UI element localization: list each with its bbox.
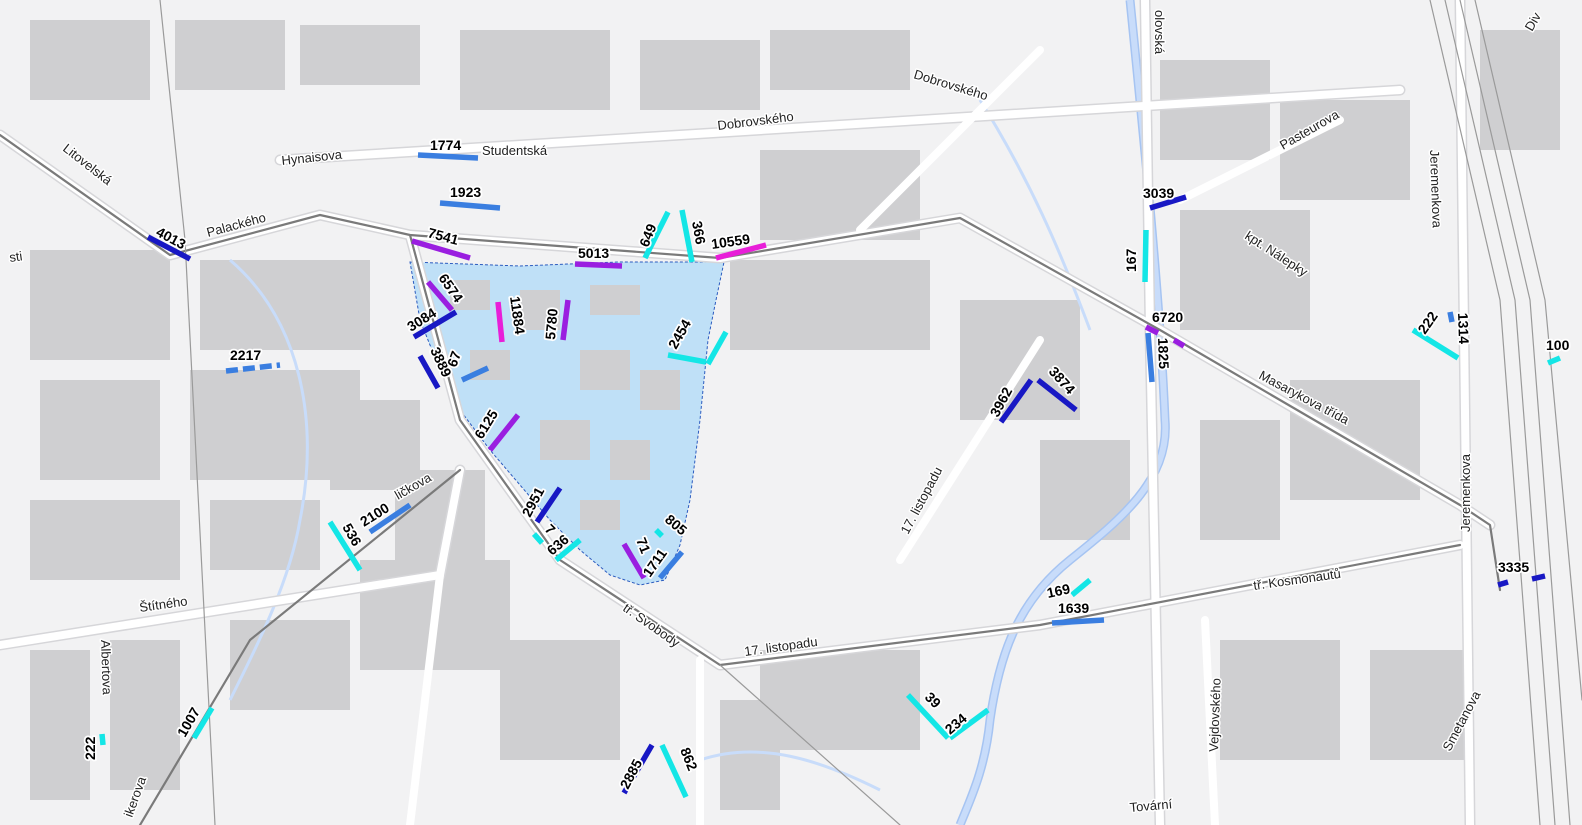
- segment-366: [679, 209, 695, 263]
- segment-6574: [425, 280, 455, 312]
- count-label-5780: 5780: [542, 308, 561, 341]
- segment-1923: [439, 200, 501, 211]
- segment-2885: [621, 743, 655, 795]
- segment-5013: [574, 261, 623, 269]
- segment-100: [1546, 355, 1562, 366]
- segment-3889: [417, 354, 441, 390]
- segment-2100: [368, 502, 412, 535]
- segment-536: [327, 520, 363, 572]
- count-label-167: 167: [1123, 248, 1139, 272]
- segment-862: [659, 743, 689, 799]
- segment-3874: [1036, 377, 1078, 413]
- segment-3335b: [1531, 573, 1546, 582]
- street-label-studentska: Studentská: [482, 143, 548, 158]
- segment-649: [642, 210, 671, 260]
- segment-2217: [225, 362, 281, 374]
- buildings: [30, 20, 1560, 810]
- segment-3335a: [1497, 579, 1509, 588]
- street-label-olovska: olovská: [1152, 10, 1167, 55]
- segment-805: [654, 528, 664, 538]
- segment-6720a: [1144, 324, 1160, 336]
- segment-11884: [495, 301, 505, 343]
- segment-2454b: [705, 330, 729, 366]
- street-label-albertova: Albertova: [98, 640, 115, 696]
- street-label-jeremenkova-2: Jeremenkova: [1458, 453, 1473, 532]
- street-label-tovarni: Tovární: [1129, 796, 1173, 815]
- segment-169: [1070, 577, 1092, 598]
- segment-4013: [146, 234, 192, 262]
- count-label-67: 67: [444, 349, 464, 369]
- segment-10559: [715, 242, 767, 261]
- segment-3084: [412, 309, 458, 340]
- segment-1711: [657, 550, 685, 580]
- segment-7: [531, 532, 545, 545]
- count-label-1825: 1825: [1155, 338, 1172, 370]
- count-label-3335: 3335: [1498, 559, 1529, 575]
- segment-1825: [1145, 332, 1155, 383]
- segment-1314: [1447, 311, 1455, 323]
- count-label-1923: 1923: [450, 184, 481, 200]
- segment-1007: [191, 706, 215, 740]
- segment-6720b: [1172, 337, 1186, 349]
- segment-5780: [560, 299, 571, 341]
- count-label-366: 366: [689, 220, 709, 246]
- count-label-1774: 1774: [430, 137, 461, 153]
- count-label-100: 100: [1546, 337, 1570, 353]
- count-label-6720: 6720: [1152, 309, 1183, 325]
- segment-7541: [411, 238, 471, 261]
- street-label-sti: sti: [8, 248, 23, 265]
- segment-3039: [1149, 194, 1187, 211]
- count-label-3039: 3039: [1143, 185, 1174, 201]
- segment-167: [1142, 229, 1149, 283]
- segment-222a: [1411, 327, 1460, 361]
- segment-3962: [998, 378, 1034, 424]
- segment-2454a: [667, 352, 707, 365]
- segment-67: [460, 365, 490, 383]
- segment-71: [621, 542, 647, 580]
- street-label-vejdovskeho: Vejdovského: [1206, 678, 1224, 752]
- segment-2951: [534, 486, 563, 524]
- count-label-1314: 1314: [1455, 313, 1472, 345]
- segment-636: [554, 537, 582, 563]
- segment-39: [905, 693, 951, 740]
- count-label-222b: 222: [82, 736, 98, 760]
- segment-222b: [99, 733, 106, 746]
- segment-1639: [1051, 617, 1105, 626]
- traffic-segments: [99, 152, 1562, 799]
- segment-1774: [417, 152, 479, 161]
- count-label-2217: 2217: [230, 347, 261, 363]
- count-label-1639: 1639: [1058, 600, 1089, 616]
- count-label-5013: 5013: [578, 245, 609, 261]
- segment-6125: [487, 413, 521, 452]
- old-town-buildings: [450, 280, 680, 530]
- street-label-jeremenkova-1: Jeremenkova: [1427, 150, 1445, 229]
- segment-234: [948, 707, 990, 741]
